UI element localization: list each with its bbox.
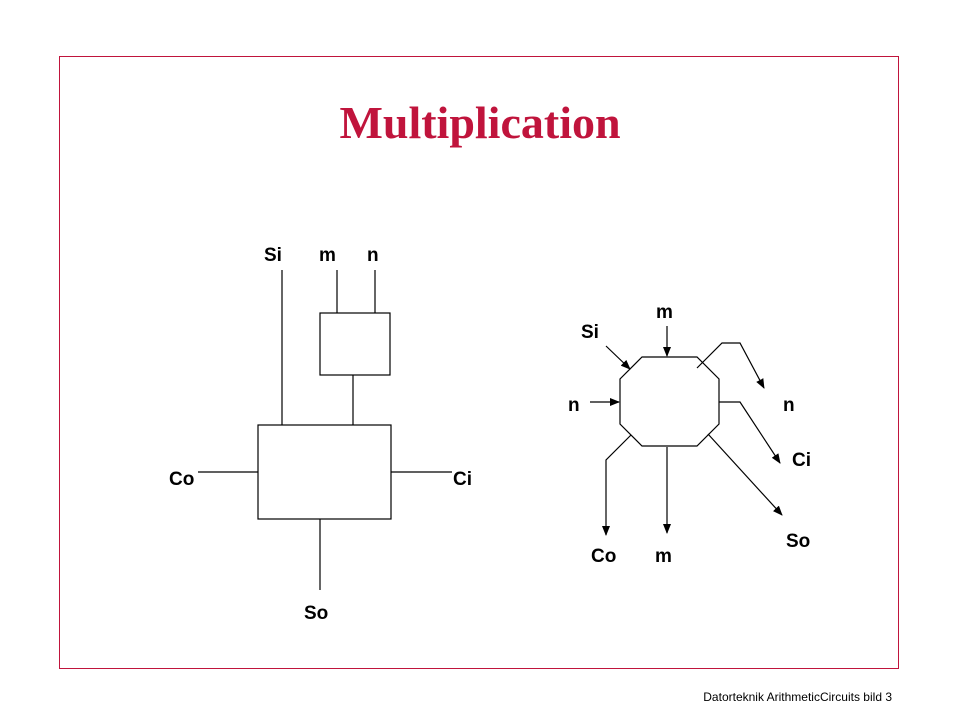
label-si-in: Si <box>581 322 599 343</box>
label-si: Si <box>264 245 282 266</box>
label-so-out: So <box>786 531 810 552</box>
co-out-arrow <box>602 434 632 536</box>
n-out-arrow <box>696 342 765 389</box>
block-diagram: Si m n Co Ci So <box>169 245 472 624</box>
label-ci-in: Ci <box>792 450 811 471</box>
label-n: n <box>367 245 379 266</box>
ci-arrow <box>719 401 781 464</box>
adder-box <box>257 424 392 520</box>
slide-frame <box>59 56 899 669</box>
label-m-in: m <box>656 302 673 323</box>
label-so: So <box>304 603 328 624</box>
label-ci: Ci <box>453 469 472 490</box>
slide-footer: Datorteknik ArithmeticCircuits bild 3 <box>703 690 892 704</box>
label-m: m <box>319 245 336 266</box>
so-out-arrow <box>707 433 783 516</box>
label-co: Co <box>169 469 194 490</box>
slide-title: Multiplication <box>339 97 621 148</box>
label-n-out: n <box>783 395 795 416</box>
label-co-out: Co <box>591 546 616 567</box>
octagon-body <box>619 356 720 447</box>
si-in-arrow <box>605 345 631 370</box>
octagon-cell: m Si n n Ci So Co m <box>568 302 811 567</box>
label-n-in: n <box>568 395 580 416</box>
label-m-out: m <box>655 546 672 567</box>
multiplier-box <box>319 312 391 376</box>
